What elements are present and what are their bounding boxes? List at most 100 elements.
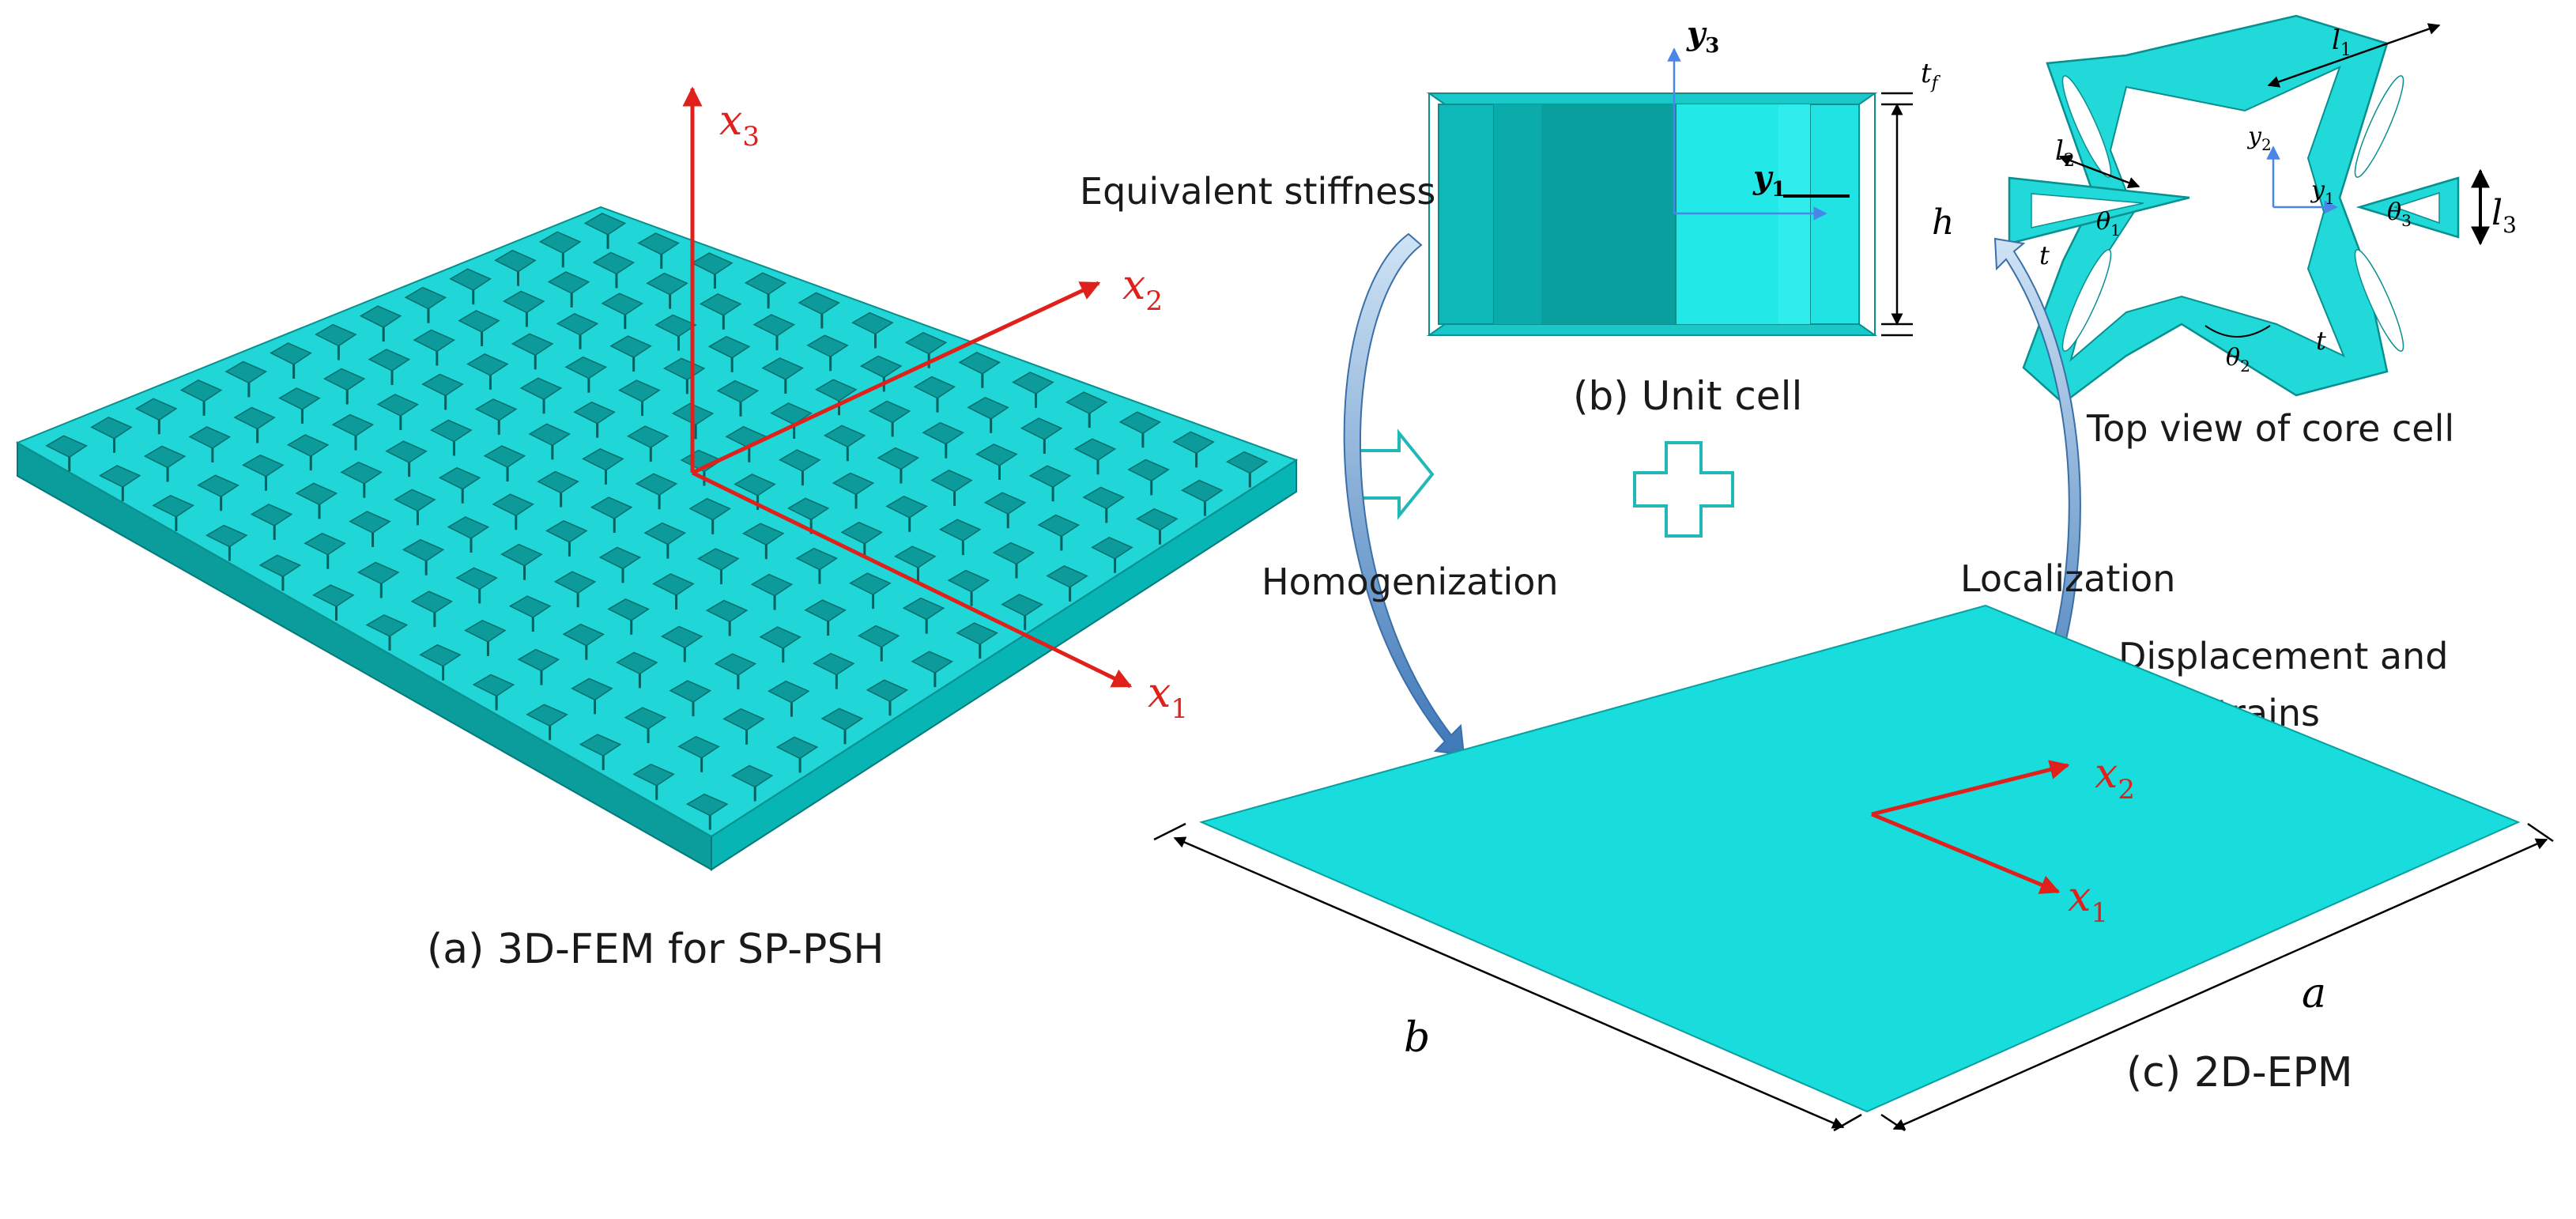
core-cell xyxy=(635,473,678,496)
core-cell xyxy=(1127,459,1170,482)
core-cell xyxy=(526,704,568,727)
equivalent-stiffness-label: Equivalent stiffness xyxy=(1080,170,1435,213)
core-cell xyxy=(224,360,268,384)
core-cell xyxy=(537,470,579,494)
localization-label: Localization xyxy=(1960,557,2175,600)
core-cell xyxy=(616,651,658,675)
l2-label: l2 xyxy=(2055,135,2075,171)
top-view-caption: Top view of core cell xyxy=(2086,407,2454,450)
core-cell xyxy=(804,599,847,622)
core-cell xyxy=(592,251,636,275)
core-cell xyxy=(472,674,515,697)
face-sheet-bottom xyxy=(1426,323,1878,336)
axis-x2-arrow xyxy=(691,281,1101,475)
a-label: a xyxy=(2302,970,2326,1017)
axis-x1-arrow xyxy=(691,470,1133,689)
core-cell xyxy=(759,626,801,649)
core-cell xyxy=(705,599,749,623)
core-cell xyxy=(1073,438,1117,462)
core-cell xyxy=(598,546,642,570)
core-cell xyxy=(1082,486,1125,510)
core-cell xyxy=(859,355,903,379)
core-cell xyxy=(474,398,518,421)
core-cell xyxy=(278,387,321,410)
b-label: b xyxy=(1404,1014,1430,1062)
displacement-label-line1: Displacement and xyxy=(2118,635,2448,677)
core-cell xyxy=(1091,536,1133,560)
core-cell xyxy=(455,567,498,591)
core-cell xyxy=(206,524,248,548)
core-cell xyxy=(812,652,855,676)
theta3-label: θ3 xyxy=(2387,198,2412,230)
core-cell xyxy=(197,474,239,498)
core-cell xyxy=(582,447,624,471)
core-cell xyxy=(492,493,534,517)
core-cell xyxy=(556,312,599,336)
core-cell xyxy=(553,571,597,594)
core-cell xyxy=(744,272,787,296)
core-cell xyxy=(1225,451,1269,474)
core-cell xyxy=(519,377,563,401)
core-cell xyxy=(528,423,571,447)
top-axis-y2-label: y2 xyxy=(2246,123,2272,154)
core-cell xyxy=(402,538,445,562)
core-cell xyxy=(483,445,526,468)
core-cell xyxy=(840,521,883,545)
core-cell xyxy=(750,573,794,597)
core-cell xyxy=(1001,594,1043,617)
core-cell xyxy=(601,292,643,316)
core-cell xyxy=(1012,372,1054,394)
panel-a-caption: (a) 3D-FEM for SP-PSH xyxy=(427,926,884,973)
panel-b-unit-cell: y3 y1 tf h (b) Unit cell xyxy=(1426,15,1954,419)
l1-dimension-line xyxy=(2267,23,2441,88)
core-cell xyxy=(930,470,973,493)
core-cell xyxy=(545,519,588,543)
core-cell xyxy=(143,445,187,469)
equivalent-plate xyxy=(1199,604,2521,1113)
core-cell xyxy=(152,494,195,518)
panel-top-view: y2 y1 l1 l2 l3 θ1 θ3 θ2 t t Top view of … xyxy=(2008,14,2517,450)
core-cell xyxy=(786,497,830,521)
panel-a-3d-fem: x3 x2 x1 (a) 3D-FEM for SP-PSH xyxy=(15,86,1299,973)
tf-label: tf xyxy=(1921,58,1941,93)
core-cell xyxy=(368,349,411,372)
axis-x2-label: x2 xyxy=(1122,262,1163,317)
core-cell xyxy=(340,461,383,485)
core-cell xyxy=(304,532,346,556)
lens-bottom-left xyxy=(2061,249,2112,352)
core-cell xyxy=(579,734,622,757)
core-cell xyxy=(697,548,740,571)
core-cell xyxy=(741,523,785,546)
core-cell xyxy=(500,543,543,567)
core-cell xyxy=(98,465,141,488)
t-left-label: t xyxy=(2039,240,2050,270)
core-cell xyxy=(385,440,428,463)
core-cell xyxy=(447,516,490,539)
core-cell xyxy=(1037,514,1081,538)
core-cell xyxy=(449,268,492,292)
core-cell xyxy=(992,542,1035,565)
core-cell xyxy=(312,584,355,607)
core-cell xyxy=(770,402,813,425)
panel-b-caption: (b) Unit cell xyxy=(1573,373,1802,419)
core-cell xyxy=(466,353,509,376)
core-cell xyxy=(885,495,928,519)
core-cell xyxy=(904,331,948,355)
core-cell xyxy=(624,707,667,730)
plate-3d-top xyxy=(15,206,1299,838)
core-cell xyxy=(1028,465,1072,489)
core-cell xyxy=(562,623,605,647)
core-cell xyxy=(1046,565,1088,588)
core-cell xyxy=(798,292,840,315)
core-cell xyxy=(233,406,276,430)
core-cell xyxy=(652,573,695,596)
core-cell xyxy=(511,333,554,357)
hollow-plus-icon xyxy=(1633,441,1734,538)
triangle-right-inner xyxy=(2393,191,2440,225)
axis-x3-label: x3 xyxy=(719,97,760,153)
theta2-label: θ2 xyxy=(2226,344,2250,376)
a-dimension-line xyxy=(1892,838,2548,1130)
core-cell xyxy=(356,561,400,585)
core-slant-left xyxy=(1494,104,1541,324)
core-cell xyxy=(866,679,909,703)
